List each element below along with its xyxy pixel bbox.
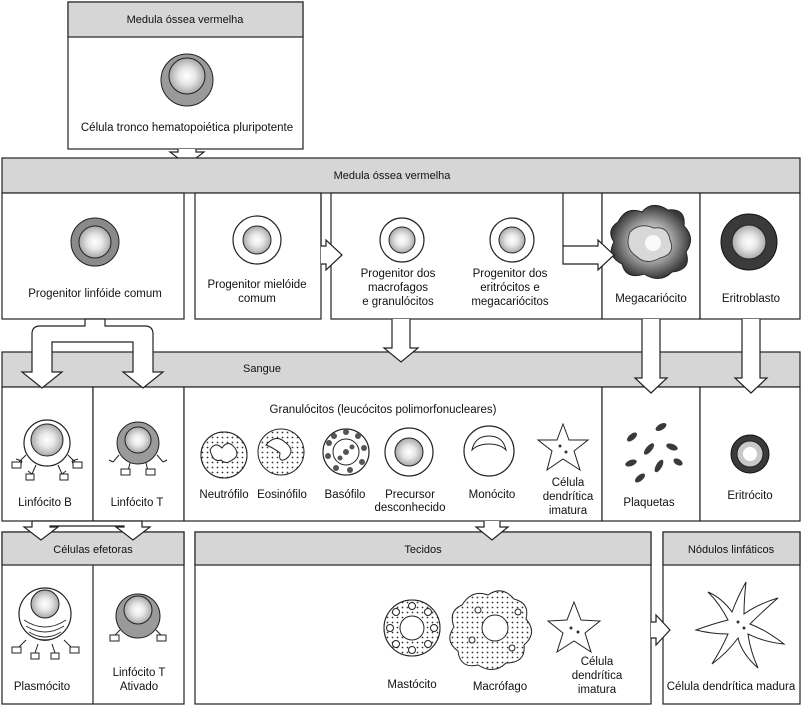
activated-t-icon (109, 593, 167, 642)
megakaryocyte-label: Megacariócito (615, 293, 687, 305)
tissues-header-title: Tecidos (404, 544, 442, 556)
erythro-mega-progenitor-label-1: Progenitor dos (473, 268, 548, 280)
plasmocyte-label: Plasmócito (14, 681, 70, 693)
erythroblast-label: Eritroblasto (722, 293, 780, 305)
platelets-label: Plaquetas (623, 497, 674, 509)
macro-erythro-progenitor-box (330, 192, 603, 320)
erythroblast-icon (720, 213, 778, 271)
immature-dendritic-tissue-label-3: imatura (578, 684, 617, 696)
b-lymphocyte-label: Linfócito B (18, 497, 72, 509)
erythrocyte-icon (730, 434, 770, 474)
marrow-header-title: Medula óssea vermelha (334, 170, 452, 182)
erythrocyte-label: Eritrócito (727, 490, 772, 502)
b-lymphocyte-icon (11, 419, 83, 481)
myeloid-progenitor-icon (232, 215, 282, 265)
unknown-precursor-label-1: Precursor (385, 489, 435, 501)
plasmocyte-icon (11, 587, 80, 660)
unknown-precursor-label-2: desconhecido (375, 502, 446, 514)
arrow-lymphoid-to-blood (20, 318, 165, 389)
erythro-mega-progenitor-label-3: megacariócitos (471, 296, 549, 308)
macro-granulo-progenitor-label-1: Progenitor dos (361, 268, 436, 280)
lymphoid-progenitor-icon (70, 217, 120, 267)
arrow-progenitor-to-megakaryocyte (562, 193, 615, 272)
effectors-header-title: Células efetoras (53, 544, 133, 556)
arrow-blood-to-effectors (22, 520, 152, 541)
monocyte-icon (463, 425, 515, 477)
monocyte-label: Monócito (469, 489, 516, 501)
immature-dendritic-tissue-label-1: Célula (581, 656, 614, 668)
eosinophil-icon (257, 428, 305, 476)
immature-dendritic-blood-label-3: imatura (549, 505, 588, 517)
activated-t-label-1: Linfócito T (113, 667, 166, 679)
mature-dendritic-label: Célula dendrítica madura (667, 681, 796, 693)
basophil-label: Basófilo (325, 489, 366, 501)
macrophage-icon (449, 590, 532, 670)
marrow-section: Medula óssea vermelha Progenitor linfóid… (1, 157, 801, 320)
myeloid-progenitor-label-2: comum (238, 293, 276, 305)
mast-cell-icon (383, 599, 441, 657)
top-header-band (67, 1, 304, 38)
macro-granulo-progenitor-label-3: e granulócitos (362, 296, 434, 308)
t-lymphocyte-icon (108, 421, 168, 476)
lymphoid-progenitor-label: Progenitor linfóide comum (28, 288, 162, 300)
erythro-mega-progenitor-icon (489, 217, 535, 263)
blood-section: Sangue Linfócito B (1, 351, 801, 522)
stem-cell-label: Célula tronco hematopoiética pluripotent… (81, 122, 293, 134)
eosinophil-label: Eosinófilo (257, 489, 307, 501)
granulocytes-title: Granulócitos (leucócitos polimorfonuclea… (270, 404, 497, 416)
nodes-header-title: Nódulos linfáticos (688, 544, 775, 556)
arrow-megakaryocyte-to-platelets (633, 319, 669, 394)
arrow-erythroblast-to-erythrocyte (733, 319, 769, 394)
immature-dendritic-tissue-icon (546, 600, 602, 654)
macrophage-label: Macrófago (473, 681, 527, 693)
mature-dendritic-icon (694, 581, 786, 669)
mast-cell-label: Mastócito (387, 679, 436, 691)
marrow-header-band (1, 157, 801, 194)
immature-dendritic-blood-label-2: dendrítica (543, 491, 594, 503)
arrow-blood-to-tissues (474, 521, 510, 541)
blood-header-title: Sangue (243, 363, 281, 375)
neutrophil-icon (200, 431, 248, 479)
erythro-mega-progenitor-label-2: eritrócitos e (480, 282, 539, 294)
t-lymphocyte-label: Linfócito T (111, 497, 164, 509)
platelets-box (601, 386, 701, 522)
neutrophil-label: Neutrófilo (199, 489, 248, 501)
nodes-section: Nódulos linfáticos Célula dendrítica mad… (662, 531, 801, 705)
effectors-section: Células efetoras Plasmócito Linfócito T … (1, 531, 185, 705)
platelets-icon (625, 423, 683, 483)
top-section: Medula óssea vermelha Célula tronco hema… (67, 1, 304, 150)
stem-cell-icon (160, 53, 214, 107)
immature-dendritic-blood-label-1: Célula (552, 477, 585, 489)
immature-dendritic-blood-icon (536, 422, 590, 472)
arrow-tissues-to-nodes (651, 613, 671, 647)
effectors-header-band (1, 531, 185, 566)
unknown-precursor-icon (384, 427, 434, 477)
macro-granulo-progenitor-label-2: macrofagos (368, 282, 428, 294)
top-header-title: Medula óssea vermelha (127, 14, 245, 26)
immature-dendritic-tissue-label-2: dendrítica (572, 670, 623, 682)
nodes-header-band (662, 531, 801, 566)
tissues-section: Tecidos Mastócito Macrófago Célula dendr… (194, 531, 652, 705)
myeloid-progenitor-label-1: Progenitor mielóide (207, 279, 306, 291)
activated-t-label-2: Ativado (120, 681, 158, 693)
tissues-header-band (194, 531, 652, 566)
arrow-myeloid-to-progenitors (320, 193, 343, 272)
basophil-icon (322, 428, 370, 476)
megakaryocyte-icon (610, 205, 691, 279)
arrow-progenitors-to-blood (382, 319, 420, 363)
macro-granulo-progenitor-icon (379, 217, 425, 263)
